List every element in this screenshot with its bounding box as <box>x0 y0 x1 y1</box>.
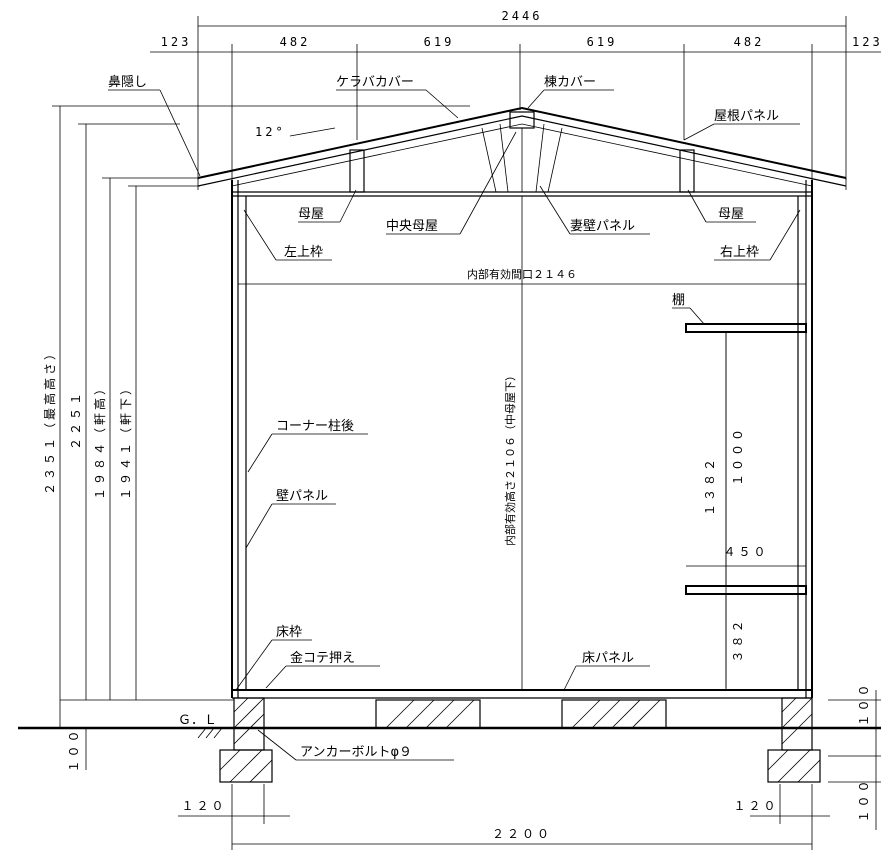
label-right-top-frame: 右上枠 <box>720 245 759 260</box>
bottom-dimensions: １２０ １２０ ２２００ １００ １００ <box>178 681 881 850</box>
label-anchor-bolt: アンカーボルトφ９ <box>300 745 412 760</box>
dim-shelf-depth: ４５０ <box>723 545 768 559</box>
dim-shelf-height: １３８２ <box>703 456 717 516</box>
ground-level-label: Ｇ．Ｌ <box>178 713 217 728</box>
label-shelf: 棚 <box>672 293 685 308</box>
dim-interior-height: 内部有効高さ２１０６（中母屋下） <box>503 370 517 546</box>
dim-foundation-right: １２０ <box>733 799 778 813</box>
dim-seg-1: 482 <box>280 35 311 49</box>
label-hanakakushi: 鼻隠し <box>108 74 147 90</box>
interior-dimensions: 内部有効間口２１４６ 内部有効高さ２１０６（中母屋下） １３８２ １０００ ４５… <box>238 196 806 690</box>
dim-right-above-ground: １００ <box>857 681 871 726</box>
dim-left-overhang: 123 <box>161 35 192 49</box>
dim-right-below-ground: １００ <box>857 777 871 822</box>
dim-seg-2: 619 <box>424 35 455 49</box>
dim-2251: ２２５１ <box>69 390 83 450</box>
label-corner-post: コーナー柱後 <box>276 419 354 434</box>
left-height-dimensions: ２３５１（最高高さ） ２２５１ １９８４（軒高） １９４１（軒下） １００ <box>42 105 470 773</box>
dim-total-width: 2446 <box>502 9 543 23</box>
dim-left-below-ground: １００ <box>67 727 81 772</box>
roof-pitch-label: 12° <box>255 125 286 139</box>
label-trowel-finish: 金コテ押え <box>290 650 355 666</box>
dim-eaves-height: １９８４（軒高） <box>92 380 107 500</box>
dim-seg-4: 482 <box>734 35 765 49</box>
dim-shelf-span: １０００ <box>731 426 745 486</box>
dim-base-width: ２２００ <box>492 827 552 841</box>
label-floor-frame: 床枠 <box>276 625 302 640</box>
label-center-purlin: 中央母屋 <box>386 219 438 234</box>
label-gable-panel: 妻壁パネル <box>570 219 635 234</box>
callouts: 鼻隠し ケラバカバー 棟カバー 屋根パネル 母屋 中央母屋 妻壁パネル 母屋 左… <box>108 74 801 761</box>
label-roof-panel: 屋根パネル <box>714 109 779 124</box>
top-dimensions: 2446 123 482 619 619 482 123 <box>150 9 881 185</box>
label-purlin-right: 母屋 <box>718 207 744 222</box>
dim-right-overhang: 123 <box>852 35 881 49</box>
label-left-top-frame: 左上枠 <box>284 245 323 260</box>
roof: 12° <box>197 106 847 190</box>
dim-under-eaves: １９４１（軒下） <box>119 380 133 500</box>
dim-foundation-left: １２０ <box>181 799 226 813</box>
label-wall-panel: 壁パネル <box>276 489 328 504</box>
label-purlin-left: 母屋 <box>298 207 324 222</box>
dim-lower-shelf: ３８２ <box>731 617 745 662</box>
dim-seg-3: 619 <box>587 35 618 49</box>
label-floor-panel: 床パネル <box>582 651 634 666</box>
label-kerabacover: ケラバカバー <box>336 75 414 90</box>
label-munecover: 棟カバー <box>544 75 596 90</box>
dim-max-height: ２３５１（最高高さ） <box>42 345 57 495</box>
foundation: Ｇ．Ｌ <box>18 697 881 783</box>
